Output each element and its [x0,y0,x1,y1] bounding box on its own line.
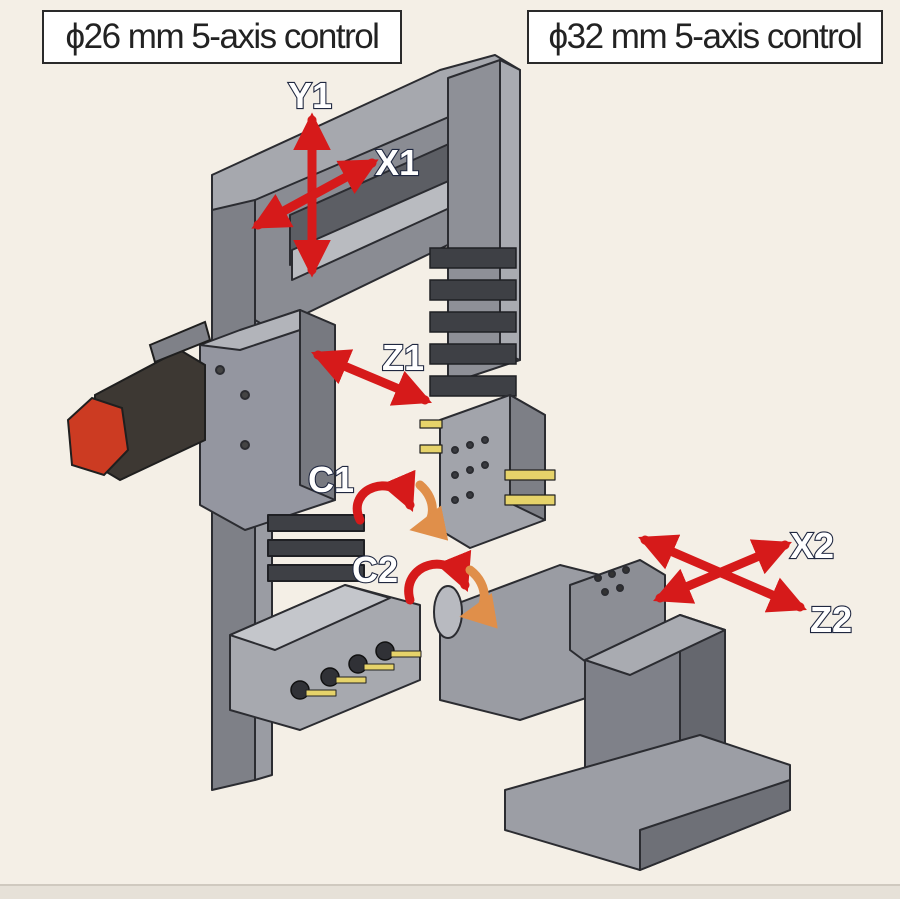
c2-rotation-arrow [404,549,472,605]
axis-arrows-linear [251,112,807,613]
z1-label: Z1 [382,337,424,378]
c1-rotation-arrow [352,469,416,525]
servo-motor [66,320,212,482]
y1-label: Y1 [288,75,332,116]
c2-label: C2 [352,549,398,590]
c1-spin-arrow [409,480,449,541]
turret-center [419,394,556,549]
c1-label: C1 [308,459,354,500]
right-spec-label: ϕ32 mm 5-axis control [527,10,883,64]
axis-arrows-rotation [352,469,498,629]
x1-label: X1 [375,142,419,183]
c2-spin-arrow [459,565,498,629]
sub-spindle-unit [433,559,791,871]
bottom-rule [0,884,900,899]
x2-label: X2 [790,525,834,566]
left-spec-label: ϕ26 mm 5-axis control [42,10,402,64]
z2-arrow [638,534,807,613]
x1-arrow [251,158,379,230]
gang-tool-block [229,514,422,731]
z1-arrow [311,349,432,406]
tool-rack-upper [429,247,517,397]
z2-label: Z2 [810,599,852,640]
